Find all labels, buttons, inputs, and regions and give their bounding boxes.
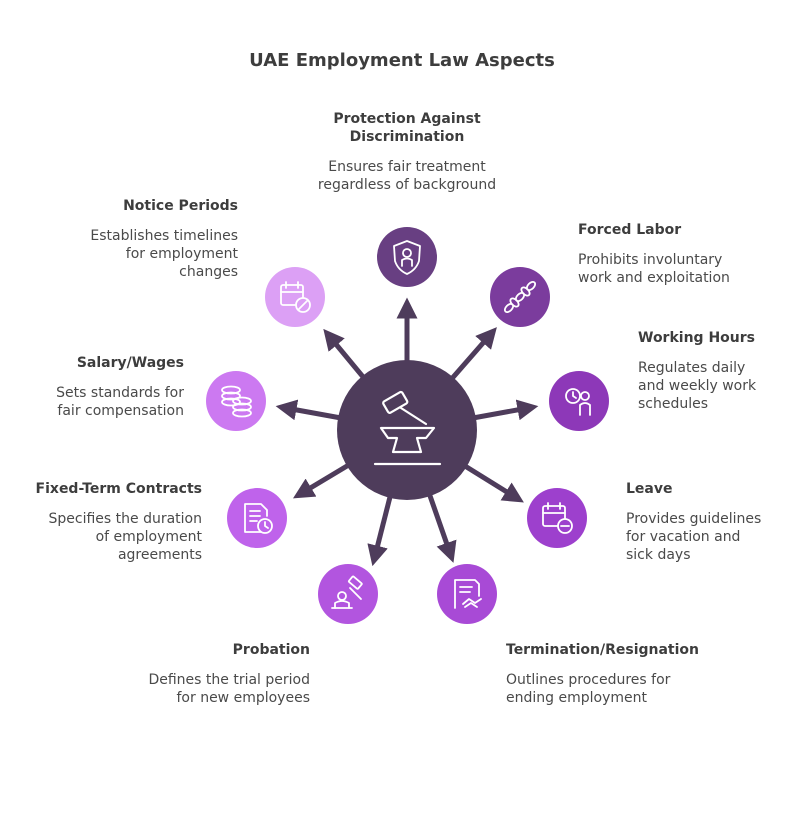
desc-leave: Provides guidelines for vacation and sic…	[626, 510, 798, 564]
desc-line: agreements	[117, 547, 202, 563]
desc-line: Specifies the duration	[48, 511, 203, 527]
desc-fixed-term: Specifies the duration of employment agr…	[10, 510, 203, 564]
heading-discrimination-line1: Protection Against	[333, 111, 481, 127]
hub-circle	[337, 360, 477, 500]
label-probation: Probation Defines the trial period for n…	[100, 641, 310, 707]
desc-line: Defines the trial period	[148, 672, 310, 688]
node-discrimination	[377, 227, 437, 287]
node-circle	[490, 267, 550, 327]
contract-handshake-icon	[454, 579, 482, 609]
node-circle	[265, 267, 325, 327]
heading-leave: Leave	[626, 481, 673, 497]
desc-line: Prohibits involuntary	[578, 252, 723, 268]
desc-line: and weekly work	[638, 378, 757, 394]
desc-forced-labor: Prohibits involuntary work and exploitat…	[578, 251, 788, 287]
desc-probation: Defines the trial period for new employe…	[100, 671, 310, 707]
aspect-nodes	[206, 227, 609, 624]
label-salary: Salary/Wages Sets standards for fair com…	[20, 354, 184, 420]
node-probation	[318, 564, 378, 624]
calendar-cancel-icon	[280, 281, 311, 313]
node-leave	[527, 488, 587, 548]
desc-line: regardless of background	[317, 177, 497, 193]
label-leave: Leave Provides guidelines for vacation a…	[626, 480, 798, 564]
desc-line: Regulates daily	[638, 360, 746, 376]
node-termination	[437, 564, 497, 624]
desc-line: ending employment	[506, 690, 647, 706]
central-hub	[337, 360, 477, 500]
label-fixed-term: Fixed-Term Contracts Specifies the durat…	[10, 480, 202, 564]
desc-salary: Sets standards for fair compensation	[20, 384, 184, 420]
desc-discrimination: Ensures fair treatment regardless of bac…	[300, 158, 514, 194]
coins-stack-icon	[221, 385, 252, 418]
desc-line: for new employees	[176, 690, 311, 706]
heading-working-hours: Working Hours	[638, 330, 755, 346]
node-circle	[227, 488, 287, 548]
heading-forced-labor: Forced Labor	[578, 222, 682, 238]
document-clock-icon	[244, 503, 273, 534]
desc-line: for vacation and	[626, 529, 741, 545]
chain-icon	[503, 280, 537, 314]
node-notice	[265, 267, 325, 327]
desc-line: schedules	[638, 396, 709, 412]
node-circle	[318, 564, 378, 624]
node-salary	[206, 371, 266, 431]
heading-discrimination-line2: Discrimination	[349, 129, 465, 145]
desc-line: Ensures fair treatment	[328, 159, 486, 175]
label-discrimination: Protection Against Discrimination Ensure…	[300, 110, 514, 194]
node-fixed-term	[227, 488, 287, 548]
heading-termination: Termination/Resignation	[506, 642, 699, 658]
node-circle	[206, 371, 266, 431]
node-working-hours	[549, 371, 609, 431]
shield-person-icon	[393, 240, 421, 275]
gavel-anvil-icon	[373, 390, 442, 466]
label-notice: Notice Periods Establishes timelines for…	[58, 197, 238, 281]
calendar-minus-icon	[542, 502, 573, 534]
diagram-title: UAE Employment Law Aspects	[249, 50, 555, 71]
desc-line: Sets standards for	[56, 385, 184, 401]
clock-worker-icon	[565, 388, 591, 416]
node-circle	[437, 564, 497, 624]
desc-line: Establishes timelines	[90, 228, 238, 244]
desc-line: sick days	[626, 547, 691, 563]
desc-line: of employment	[95, 529, 202, 545]
label-termination: Termination/Resignation Outlines procedu…	[506, 641, 736, 707]
node-circle	[527, 488, 587, 548]
desc-termination: Outlines procedures for ending employmen…	[506, 671, 736, 707]
label-forced-labor: Forced Labor Prohibits involuntary work …	[578, 221, 788, 287]
judge-gavel-icon	[331, 575, 363, 609]
desc-line: Provides guidelines	[626, 511, 762, 527]
desc-line: Outlines procedures for	[506, 672, 671, 688]
desc-line: fair compensation	[57, 403, 184, 419]
desc-line: for employment	[125, 246, 238, 262]
heading-salary: Salary/Wages	[76, 355, 184, 371]
desc-line: changes	[179, 264, 238, 280]
desc-working-hours: Regulates daily and weekly work schedule…	[638, 359, 798, 413]
node-forced-labor	[490, 267, 550, 327]
heading-fixed-term: Fixed-Term Contracts	[35, 481, 202, 497]
heading-notice: Notice Periods	[123, 198, 238, 214]
desc-notice: Establishes timelines for employment cha…	[58, 227, 238, 281]
label-working-hours: Working Hours Regulates daily and weekly…	[638, 329, 798, 413]
heading-probation: Probation	[232, 642, 310, 658]
desc-line: work and exploitation	[578, 270, 730, 286]
